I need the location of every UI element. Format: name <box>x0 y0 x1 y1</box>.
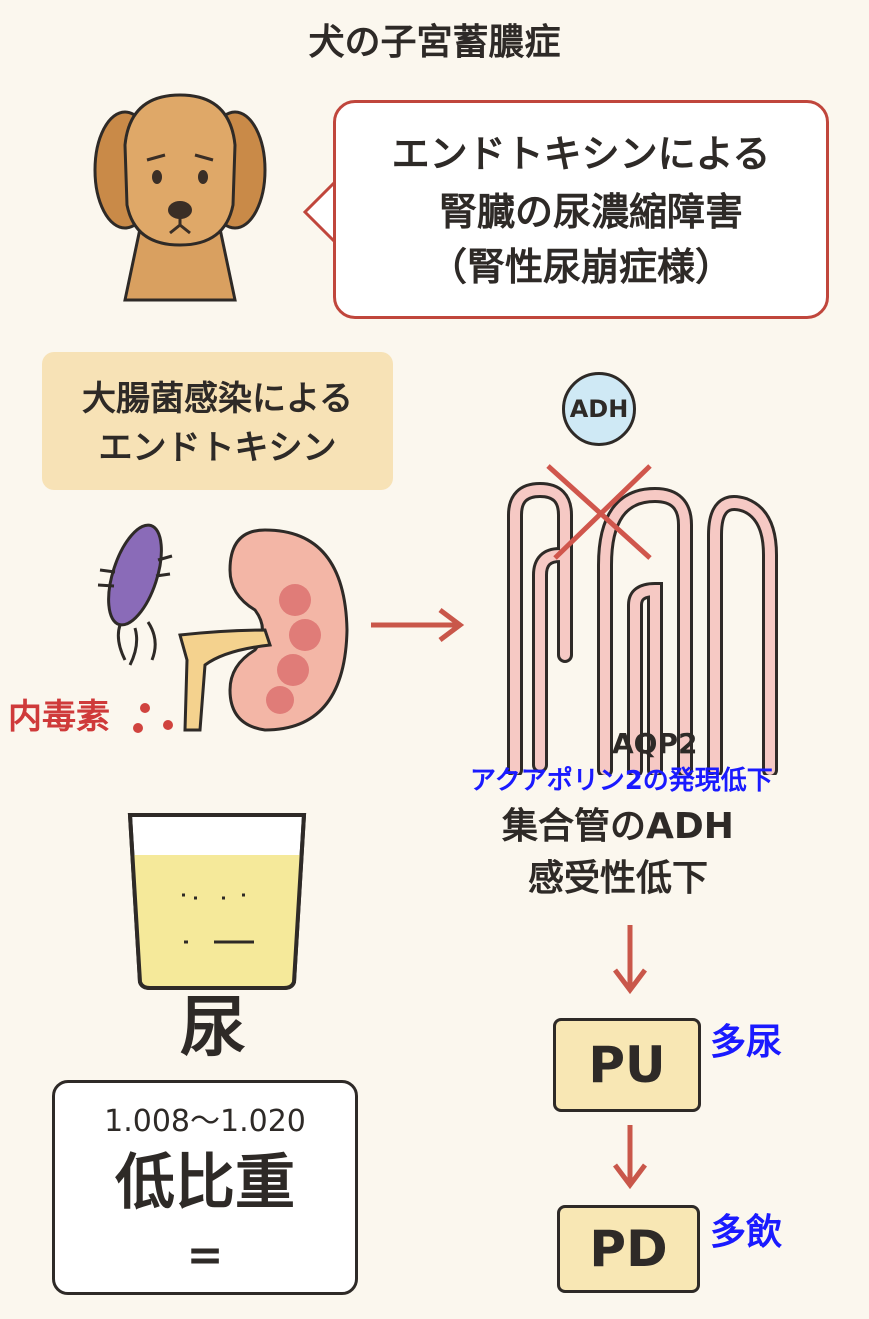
toxin-dots <box>133 703 173 733</box>
specific-gravity-range: 1.008～1.020 <box>104 1104 306 1139</box>
pu-box: PU <box>553 1018 701 1112</box>
speech-bubble: エンドトキシンによる 腎臓の尿濃縮障害 （腎性尿崩症様） <box>333 100 829 319</box>
arrow-down-icon <box>613 925 647 995</box>
adh-circle: ADH <box>562 372 636 446</box>
toxin-label: 内毒素 <box>8 697 110 737</box>
urine-label: 尿 <box>180 989 246 1066</box>
nephron-tubule-illustration <box>507 481 778 775</box>
collecting-duct-line: 感受性低下 <box>528 858 709 899</box>
pd-box: PD <box>557 1205 700 1293</box>
equals-sign: = <box>186 1230 224 1281</box>
specific-gravity-result: 低比重 <box>115 1148 295 1218</box>
bubble-tail <box>302 180 339 246</box>
aqp2-label: AQP2 <box>612 727 698 760</box>
dog-illustration <box>93 93 267 302</box>
aqp2-note: アクアポリン2の発現低下 <box>470 766 773 796</box>
bubble-line: 腎臓の尿濃縮障害 <box>438 190 743 234</box>
specific-gravity-box: 1.008～1.020 低比重 = <box>52 1080 358 1295</box>
arrow-right-icon <box>371 608 465 642</box>
pu-note: 多尿 <box>710 1022 783 1063</box>
cause-box: 大腸菌感染による エンドトキシン <box>42 352 393 490</box>
cause-line: 大腸菌感染による <box>82 379 353 419</box>
bubble-line: （腎性尿崩症様） <box>428 245 733 289</box>
collecting-duct-line: 集合管のADH <box>502 806 734 847</box>
kidney-icon <box>178 528 349 732</box>
pd-note: 多飲 <box>710 1212 783 1253</box>
bacterium-icon <box>97 523 173 666</box>
urine-cup-icon <box>127 813 307 990</box>
arrow-down-icon <box>613 1125 647 1190</box>
cause-line: エンドトキシン <box>98 428 337 468</box>
page-title: 犬の子宮蓄膿症 <box>308 22 561 63</box>
bubble-line: エンドトキシンによる <box>391 132 771 176</box>
blocked-x-icon <box>546 464 652 560</box>
